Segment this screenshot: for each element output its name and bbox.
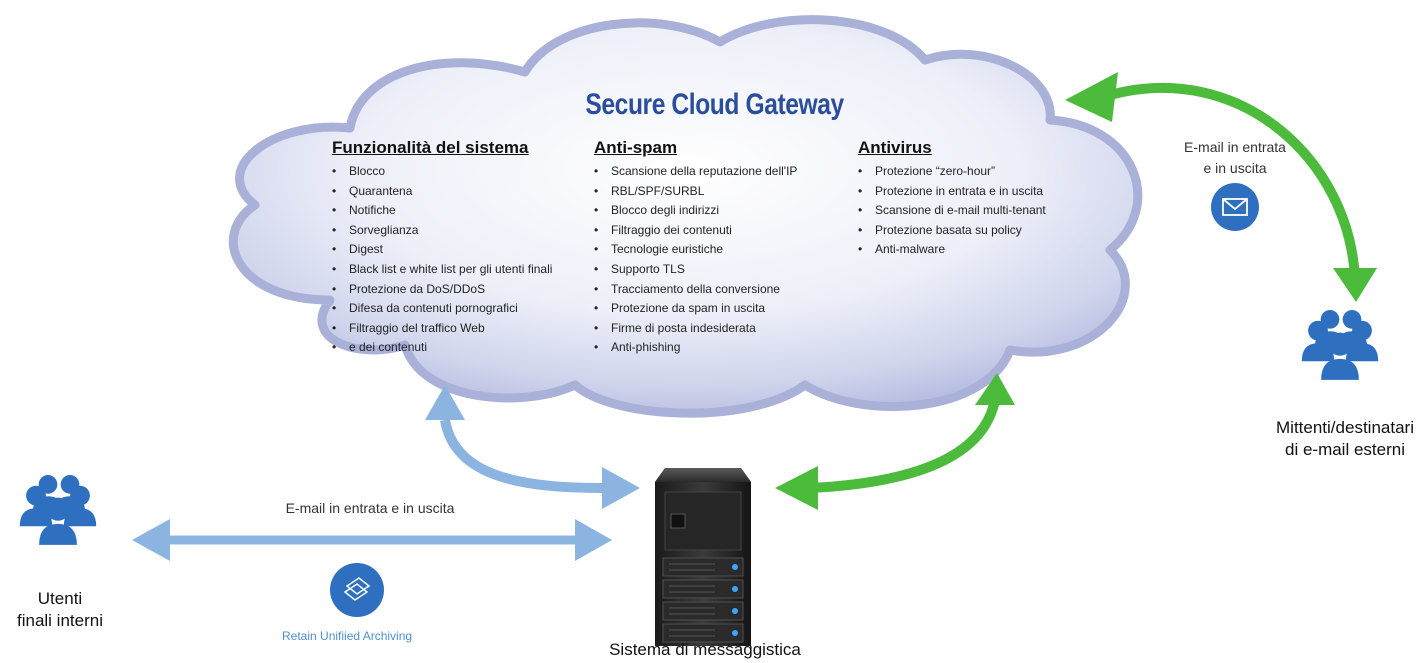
label-line: e in uscita — [1203, 160, 1267, 176]
feature-item: Protezione basata su policy — [858, 221, 1046, 241]
feature-item: Filtraggio dei contenuti — [594, 221, 797, 241]
feature-item: Blocco — [332, 162, 552, 182]
column-heading: Anti-spam — [594, 138, 678, 157]
external-users-icon — [1302, 310, 1378, 380]
column-system-features: Funzionalità del sistema Blocco Quarante… — [332, 138, 552, 358]
archive-layers-icon — [330, 563, 384, 617]
feature-item: Tracciamento della conversione — [594, 280, 797, 300]
server-cloud-green-arrow — [775, 373, 1015, 510]
feature-item: Digest — [332, 240, 552, 260]
feature-item: Scansione di e-mail multi-tenant — [858, 201, 1046, 221]
envelope-icon — [1211, 183, 1259, 231]
feature-item: Tecnologie euristiche — [594, 240, 797, 260]
internal-users-label: Utenti finali interni — [0, 588, 120, 632]
internal-mail-arrow — [132, 519, 612, 561]
external-users-label: Mittenti/destinatari di e-mail esterni — [1255, 417, 1421, 461]
feature-item: Supporto TLS — [594, 260, 797, 280]
feature-item: Anti-phishing — [594, 338, 797, 358]
feature-item: Black list e white list per gli utenti f… — [332, 260, 552, 280]
feature-item: Anti-malware — [858, 240, 1046, 260]
feature-item: Protezione da spam in uscita — [594, 299, 797, 319]
feature-item: Blocco degli indirizzi — [594, 201, 797, 221]
column-anti-spam: Anti-spam Scansione della reputazione de… — [594, 138, 797, 358]
internal-users-icon — [20, 475, 96, 545]
archiving-label: Retain Unifiied Archiving — [282, 629, 413, 643]
label-line: Utenti — [37, 589, 83, 608]
feature-item: Sorveglianza — [332, 221, 552, 241]
feature-item-continuation: e dei contenuti — [332, 338, 552, 358]
cloud-server-blue-arrow — [425, 385, 640, 509]
label-line: finali interni — [17, 611, 103, 630]
server-label: Sistema di messaggistica — [609, 640, 801, 659]
feature-item: Scansione della reputazione dell'IP — [594, 162, 797, 182]
label-line: Mittenti/destinatari — [1276, 418, 1414, 437]
external-mail-label: E-mail in entrata e in uscita — [1160, 137, 1310, 179]
external-mail-arrow — [1065, 72, 1377, 302]
feature-item: Quarantena — [332, 182, 552, 202]
feature-item: Filtraggio del traffico Web — [332, 319, 552, 339]
feature-item: Protezione in entrata e in uscita — [858, 182, 1046, 202]
cloud-title: Secure Cloud Gateway — [585, 88, 844, 121]
server-icon — [655, 468, 751, 646]
feature-item: Firme di posta indesiderata — [594, 319, 797, 339]
internal-mail-label: E-mail in entrata e in uscita — [285, 500, 455, 516]
label-line: E-mail in entrata — [1184, 139, 1286, 155]
label-line: di e-mail esterni — [1285, 440, 1405, 459]
column-antivirus: Antivirus Protezione “zero-hour” Protezi… — [858, 138, 1046, 260]
feature-item: Notifiche — [332, 201, 552, 221]
column-heading: Funzionalità del sistema — [332, 138, 529, 157]
feature-item: Protezione da DoS/DDoS — [332, 280, 552, 300]
column-heading: Antivirus — [858, 138, 932, 157]
feature-item: RBL/SPF/SURBL — [594, 182, 797, 202]
feature-item: Difesa da contenuti pornografici — [332, 299, 552, 319]
feature-item: Protezione “zero-hour” — [858, 162, 1046, 182]
